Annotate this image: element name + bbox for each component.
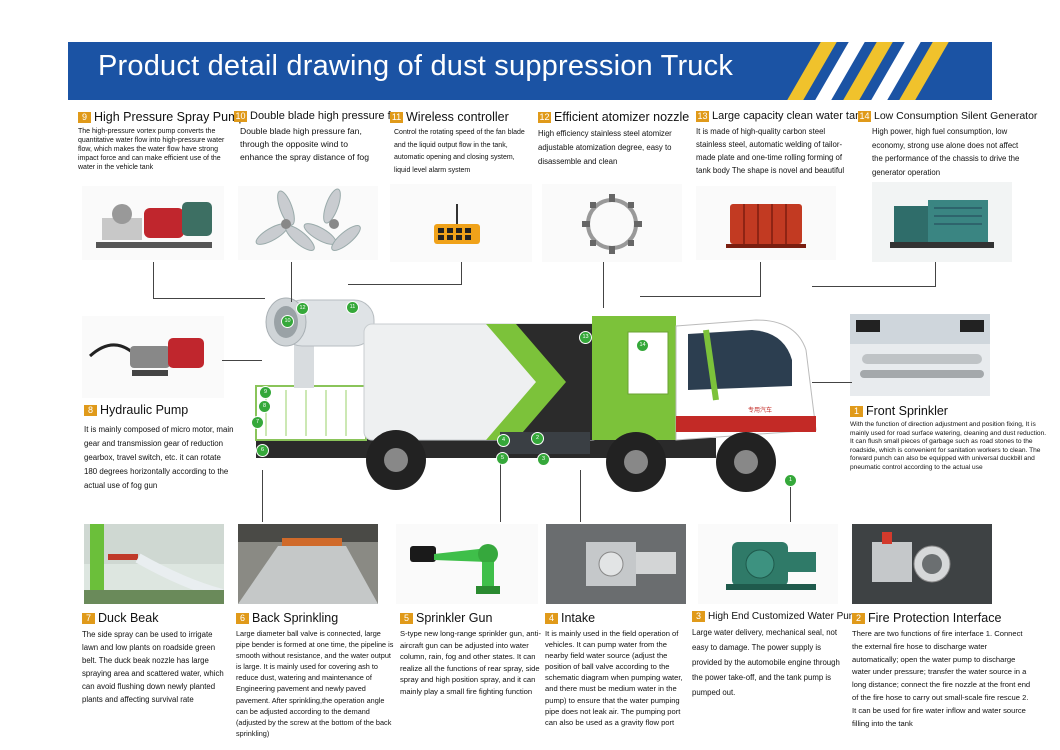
feature-title: Hydraulic Pump bbox=[100, 403, 189, 417]
feature-title: Sprinkler Gun bbox=[416, 611, 493, 625]
pin-5: 5 bbox=[496, 452, 509, 465]
connector-line bbox=[812, 286, 936, 287]
connector-line bbox=[500, 460, 501, 522]
pin-4: 4 bbox=[497, 434, 510, 447]
duck-beak-image bbox=[84, 524, 224, 604]
generator-image bbox=[872, 182, 1012, 262]
feature-title: Low Consumption Silent Generator bbox=[874, 110, 1038, 122]
pin-3: 3 bbox=[537, 453, 550, 466]
feature-title: Efficient atomizer nozzle bbox=[554, 110, 690, 124]
water-tank-image bbox=[696, 186, 836, 260]
connector-line bbox=[790, 480, 791, 522]
water-pump-image bbox=[698, 524, 838, 604]
feature-desc: It is made of high-quality carbon steel … bbox=[696, 127, 845, 175]
connector-line bbox=[580, 470, 581, 522]
feature-title: Wireless controller bbox=[406, 110, 509, 124]
connector-line bbox=[153, 298, 265, 299]
feature-title: Intake bbox=[561, 611, 596, 625]
connector-line bbox=[603, 262, 604, 308]
page-title: Product detail drawing of dust suppressi… bbox=[98, 50, 734, 82]
atomizer-ring-image bbox=[542, 184, 682, 262]
intake-valve-image bbox=[546, 524, 686, 604]
connector-line bbox=[262, 470, 263, 522]
feature-title: Front Sprinkler bbox=[866, 404, 948, 418]
front-sprinkler-image bbox=[850, 314, 990, 396]
back-sprinkling-image bbox=[238, 524, 378, 604]
fire-interface-image bbox=[852, 524, 992, 604]
fan-blade-image bbox=[238, 186, 378, 260]
pin-12: 12 bbox=[296, 302, 309, 315]
connector-line bbox=[291, 262, 292, 302]
connector-line bbox=[760, 262, 761, 296]
feature-title: Back Sprinkling bbox=[252, 611, 339, 625]
connector-line bbox=[461, 262, 462, 284]
feature-desc: High efficiency stainless steel atomizer… bbox=[538, 129, 672, 166]
feature-title: Large capacity clean water tank bbox=[712, 110, 867, 122]
spray-pump-image bbox=[82, 186, 224, 260]
title-banner: Product detail drawing of dust suppressi… bbox=[68, 42, 992, 100]
connector-line bbox=[812, 382, 852, 383]
feature-desc: Control the rotating speed of the fan bl… bbox=[394, 129, 525, 174]
sprinkler-gun-image bbox=[396, 524, 538, 604]
feature-desc: Large water delivery, mechanical seal, n… bbox=[692, 628, 840, 697]
pin-2: 2 bbox=[531, 432, 544, 445]
pin-8: 8 bbox=[258, 400, 271, 413]
connector-line bbox=[640, 296, 761, 297]
feature-desc: With the function of direction adjustmen… bbox=[850, 421, 1047, 471]
pin-10: 10 bbox=[281, 315, 294, 328]
connector-line bbox=[935, 262, 936, 286]
connector-line bbox=[153, 262, 154, 298]
pin-13: 13 bbox=[579, 331, 592, 344]
pin-11: 11 bbox=[346, 301, 359, 314]
connector-line bbox=[348, 284, 462, 285]
truck-plate-text: 专用汽车 bbox=[748, 406, 772, 414]
feature-title: Duck Beak bbox=[98, 611, 159, 625]
feature-desc: The high-pressure vortex pump converts t… bbox=[78, 128, 225, 171]
feature-desc: The side spray can be used to irrigate l… bbox=[82, 630, 224, 704]
feature-desc: Large diameter ball valve is connected, … bbox=[236, 629, 394, 738]
feature-title: High Pressure Spray Pump bbox=[94, 110, 246, 124]
pin-1: 1 bbox=[784, 474, 797, 487]
feature-desc: It is mainly used in the field operation… bbox=[545, 629, 683, 727]
feature-desc: Double blade high pressure fan, through … bbox=[240, 126, 369, 162]
connector-line bbox=[222, 360, 262, 361]
pin-6: 6 bbox=[256, 444, 269, 457]
feature-title: Fire Protection Interface bbox=[868, 611, 1002, 625]
feature-title: High End Customized Water Pump bbox=[708, 611, 863, 622]
truck-image: 专用汽车 bbox=[236, 290, 836, 500]
feature-desc: High power, high fuel consumption, low e… bbox=[872, 127, 1020, 177]
pin-7: 7 bbox=[251, 416, 264, 429]
feature-desc: There are two functions of fire interfac… bbox=[852, 629, 1031, 728]
hydraulic-pump-image bbox=[82, 316, 224, 398]
feature-title: Double blade high pressure fan bbox=[250, 110, 403, 122]
pin-14: 14 bbox=[636, 339, 649, 352]
remote-controller-image bbox=[390, 184, 532, 262]
feature-desc: S-type new long-range sprinkler gun, ant… bbox=[400, 629, 541, 696]
pin-9: 9 bbox=[259, 386, 272, 399]
feature-desc: It is mainly composed of micro motor, ma… bbox=[84, 425, 234, 490]
